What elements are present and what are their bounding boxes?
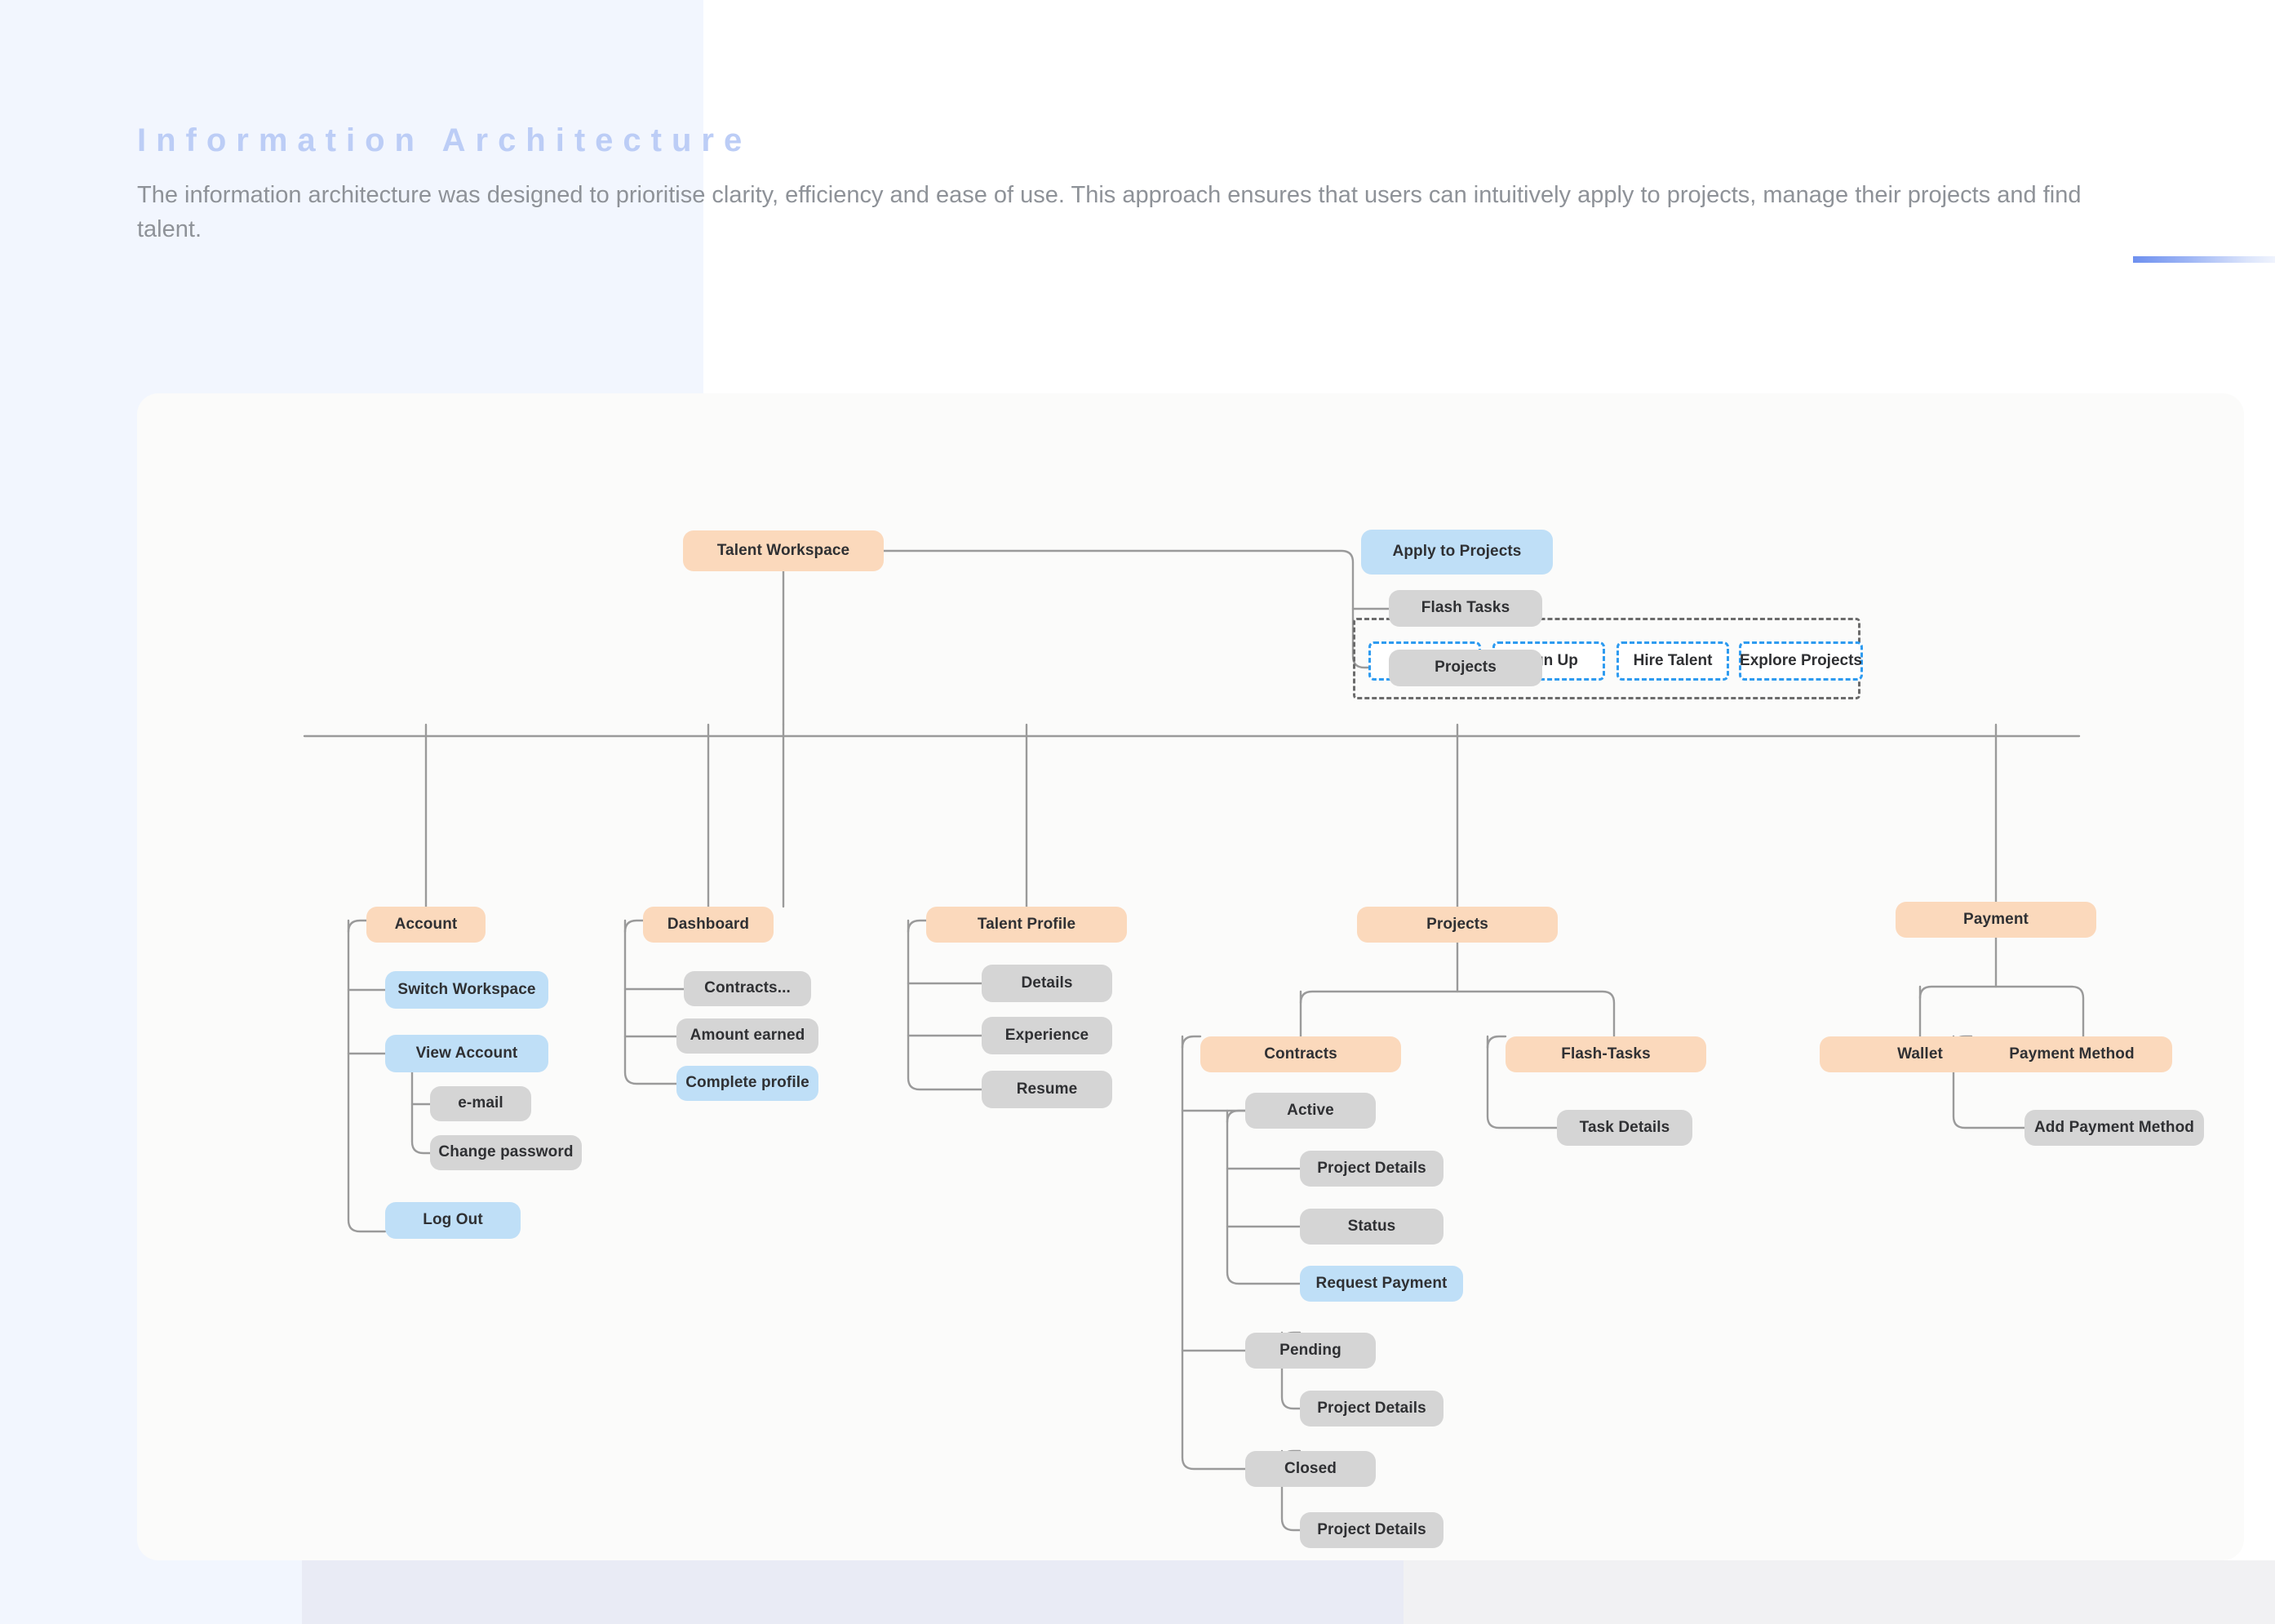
node-label: Contracts: [1264, 1045, 1337, 1063]
connector-line: [1280, 1331, 1302, 1410]
node-label: Request Payment: [1315, 1274, 1448, 1292]
node-label: Closed: [1284, 1459, 1337, 1477]
node-label: Experience: [1004, 1026, 1089, 1044]
node-label: Task Details: [1579, 1118, 1670, 1136]
node-active-details[interactable]: Project Details: [1300, 1151, 1443, 1187]
connector-line: [907, 919, 928, 934]
node-label: Talent Profile: [977, 915, 1076, 933]
node-closed-details[interactable]: Project Details: [1300, 1512, 1443, 1548]
node-apply-to-projects[interactable]: Apply to Projects: [1361, 530, 1553, 575]
connector-line: [623, 919, 645, 934]
node-label: Project Details: [1317, 1159, 1426, 1177]
node-talent-workspace[interactable]: Talent Workspace: [683, 530, 884, 571]
connector-line: [410, 1052, 432, 1155]
node-label: Change password: [438, 1143, 574, 1161]
node-e-mail[interactable]: e-mail: [430, 1086, 531, 1121]
connector-line: [1181, 1035, 1247, 1471]
node-label: Switch Workspace: [397, 980, 536, 998]
node-change-password[interactable]: Change password: [430, 1135, 582, 1170]
node-label: Project Details: [1317, 1520, 1426, 1538]
connector-line: [1280, 1449, 1302, 1532]
node-log-out[interactable]: Log Out: [385, 1202, 521, 1239]
page-subtitle: The information architecture was designe…: [137, 182, 2082, 243]
connector-line: [1226, 1109, 1247, 1124]
node-pending[interactable]: Pending: [1245, 1333, 1376, 1369]
node-label: Wallet: [1897, 1045, 1943, 1063]
node-status[interactable]: Status: [1300, 1209, 1443, 1245]
node-label: Projects: [1435, 659, 1497, 677]
node-label: Talent Workspace: [716, 541, 850, 559]
node-amount-earned[interactable]: Amount earned: [676, 1018, 818, 1054]
connector-line: [882, 549, 1390, 669]
connector-line: [1226, 1109, 1302, 1285]
node-label: Apply to Projects: [1392, 543, 1522, 561]
connector-line: [1486, 1035, 1559, 1129]
header: Information Architecture The information…: [137, 122, 2136, 246]
connector-line: [347, 919, 387, 1233]
node-details[interactable]: Details: [982, 965, 1112, 1002]
node-experience[interactable]: Experience: [982, 1017, 1112, 1054]
entry-chip-hire-talent[interactable]: Hire Talent: [1616, 641, 1729, 681]
node-pending-details[interactable]: Project Details: [1300, 1391, 1443, 1427]
page-title: Information Architecture: [137, 122, 752, 158]
entry-chip-explore-projects[interactable]: Explore Projects: [1739, 641, 1863, 681]
node-label: Contracts...: [704, 979, 791, 997]
node-label: View Account: [415, 1044, 518, 1062]
connector-line: [347, 919, 368, 934]
node-label: Dashboard: [667, 915, 750, 933]
node-label: Flash Tasks: [1421, 599, 1510, 617]
connector-line: [1299, 990, 1616, 1038]
node-label: e-mail: [458, 1094, 503, 1112]
background-bottom-lavender: [302, 1560, 1404, 1624]
node-projects[interactable]: Projects: [1357, 907, 1558, 943]
node-add-payment-method[interactable]: Add Payment Method: [2024, 1110, 2204, 1146]
node-view-account[interactable]: View Account: [385, 1035, 548, 1072]
node-contracts-dash[interactable]: Contracts...: [684, 971, 811, 1006]
node-label: Active: [1287, 1101, 1334, 1119]
node-dashboard[interactable]: Dashboard: [643, 907, 774, 943]
connector-line: [1181, 1035, 1202, 1049]
node-label: Status: [1347, 1217, 1396, 1235]
node-label: Details: [1021, 974, 1073, 992]
connector-line: [623, 919, 678, 1085]
node-closed[interactable]: Closed: [1245, 1451, 1376, 1487]
node-payment[interactable]: Payment: [1896, 902, 2096, 938]
node-label: Project Details: [1317, 1399, 1426, 1417]
node-label: Pending: [1279, 1341, 1341, 1359]
node-projects-top[interactable]: Projects: [1389, 650, 1542, 686]
background-bottom-left: [0, 1560, 302, 1624]
connector-line: [1486, 1035, 1507, 1049]
node-complete-profile[interactable]: Complete profile: [676, 1066, 818, 1101]
connector-line: [1952, 1035, 2026, 1129]
node-label: Log Out: [423, 1211, 483, 1229]
node-label: Amount earned: [690, 1027, 805, 1045]
connector-line: [907, 919, 983, 1091]
node-label: Projects: [1426, 915, 1488, 933]
node-label: Payment: [1963, 910, 2029, 928]
node-switch-workspace[interactable]: Switch Workspace: [385, 971, 548, 1009]
connector-line: [1918, 985, 2085, 1038]
node-label: Payment Method: [2009, 1045, 2135, 1063]
node-account[interactable]: Account: [366, 907, 486, 943]
connector-layer: [303, 549, 2085, 1532]
node-task-details[interactable]: Task Details: [1557, 1110, 1692, 1146]
node-active[interactable]: Active: [1245, 1093, 1376, 1129]
node-talent-profile[interactable]: Talent Profile: [926, 907, 1127, 943]
entry-chip-label: Hire Talent: [1633, 652, 1713, 669]
node-label: Complete profile: [685, 1074, 809, 1092]
node-label: Flash-Tasks: [1561, 1045, 1651, 1063]
node-payment-method[interactable]: Payment Method: [1971, 1036, 2172, 1072]
node-contracts[interactable]: Contracts: [1200, 1036, 1401, 1072]
node-request-payment[interactable]: Request Payment: [1300, 1266, 1463, 1302]
accent-gradient-bar: [2133, 256, 2275, 263]
node-resume[interactable]: Resume: [982, 1071, 1112, 1108]
node-label: Add Payment Method: [2033, 1118, 2195, 1136]
node-flash-tasks[interactable]: Flash-Tasks: [1506, 1036, 1706, 1072]
node-label: Resume: [1016, 1080, 1078, 1098]
node-label: Account: [394, 915, 458, 933]
node-flash-tasks-top[interactable]: Flash Tasks: [1389, 590, 1542, 627]
entry-chip-label: Explore Projects: [1740, 652, 1862, 669]
